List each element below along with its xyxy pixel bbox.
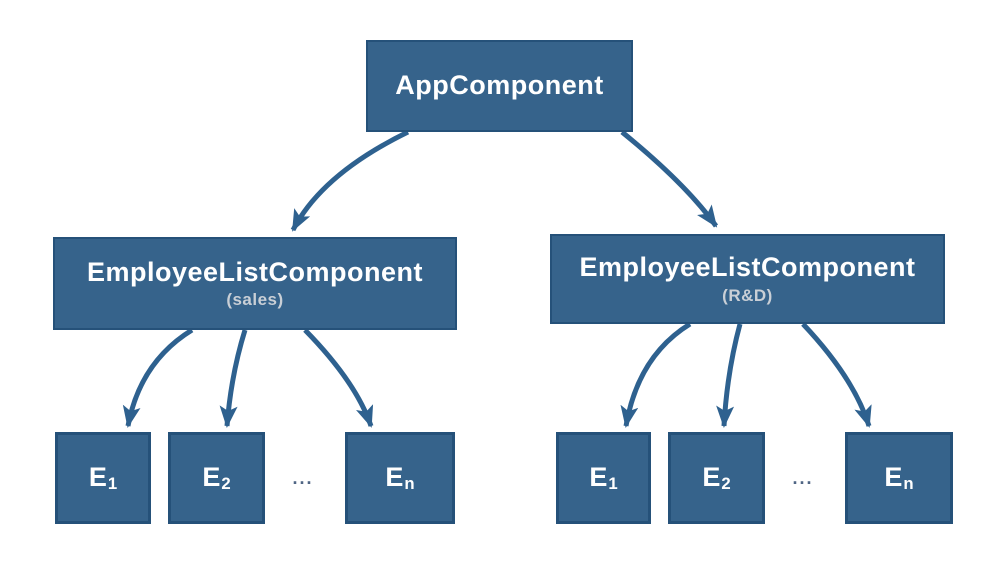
node-label: EmployeeListComponent bbox=[579, 252, 916, 283]
arrow-app-to-sales bbox=[290, 129, 410, 232]
leaf-label: E1 bbox=[88, 461, 118, 494]
node-employee-list-rd: EmployeeListComponent (R&D) bbox=[550, 234, 945, 324]
node-sublabel: (sales) bbox=[226, 290, 284, 310]
leaf-label: E2 bbox=[702, 461, 731, 494]
arrow-sales-to-e2 bbox=[219, 329, 248, 428]
node-sales-e1: E1 bbox=[55, 432, 151, 524]
leaf-label: E1 bbox=[589, 461, 618, 494]
node-app-component: AppComponent bbox=[366, 40, 633, 132]
arrow-sales-to-e1 bbox=[122, 327, 194, 428]
ellipsis-rd: ... bbox=[792, 468, 814, 488]
node-rd-en: En bbox=[845, 432, 953, 524]
leaf-label: En bbox=[884, 461, 914, 494]
ellipsis-sales: ... bbox=[292, 468, 314, 488]
node-rd-e1: E1 bbox=[556, 432, 651, 524]
node-sales-en: En bbox=[345, 432, 455, 524]
arrow-rd-to-e1 bbox=[620, 321, 692, 428]
node-rd-e2: E2 bbox=[668, 432, 765, 524]
node-label: EmployeeListComponent bbox=[86, 256, 424, 287]
leaf-label: En bbox=[385, 461, 415, 494]
arrow-rd-to-e2 bbox=[716, 323, 743, 428]
arrow-rd-to-en bbox=[801, 322, 872, 428]
node-label: AppComponent bbox=[395, 70, 604, 101]
arrow-app-to-rd bbox=[620, 130, 719, 228]
arrow-sales-to-en bbox=[303, 328, 374, 428]
leaf-label: E2 bbox=[202, 461, 231, 494]
node-employee-list-sales: EmployeeListComponent (sales) bbox=[53, 237, 457, 330]
node-sales-e2: E2 bbox=[168, 432, 265, 524]
node-sublabel: (R&D) bbox=[722, 285, 773, 305]
